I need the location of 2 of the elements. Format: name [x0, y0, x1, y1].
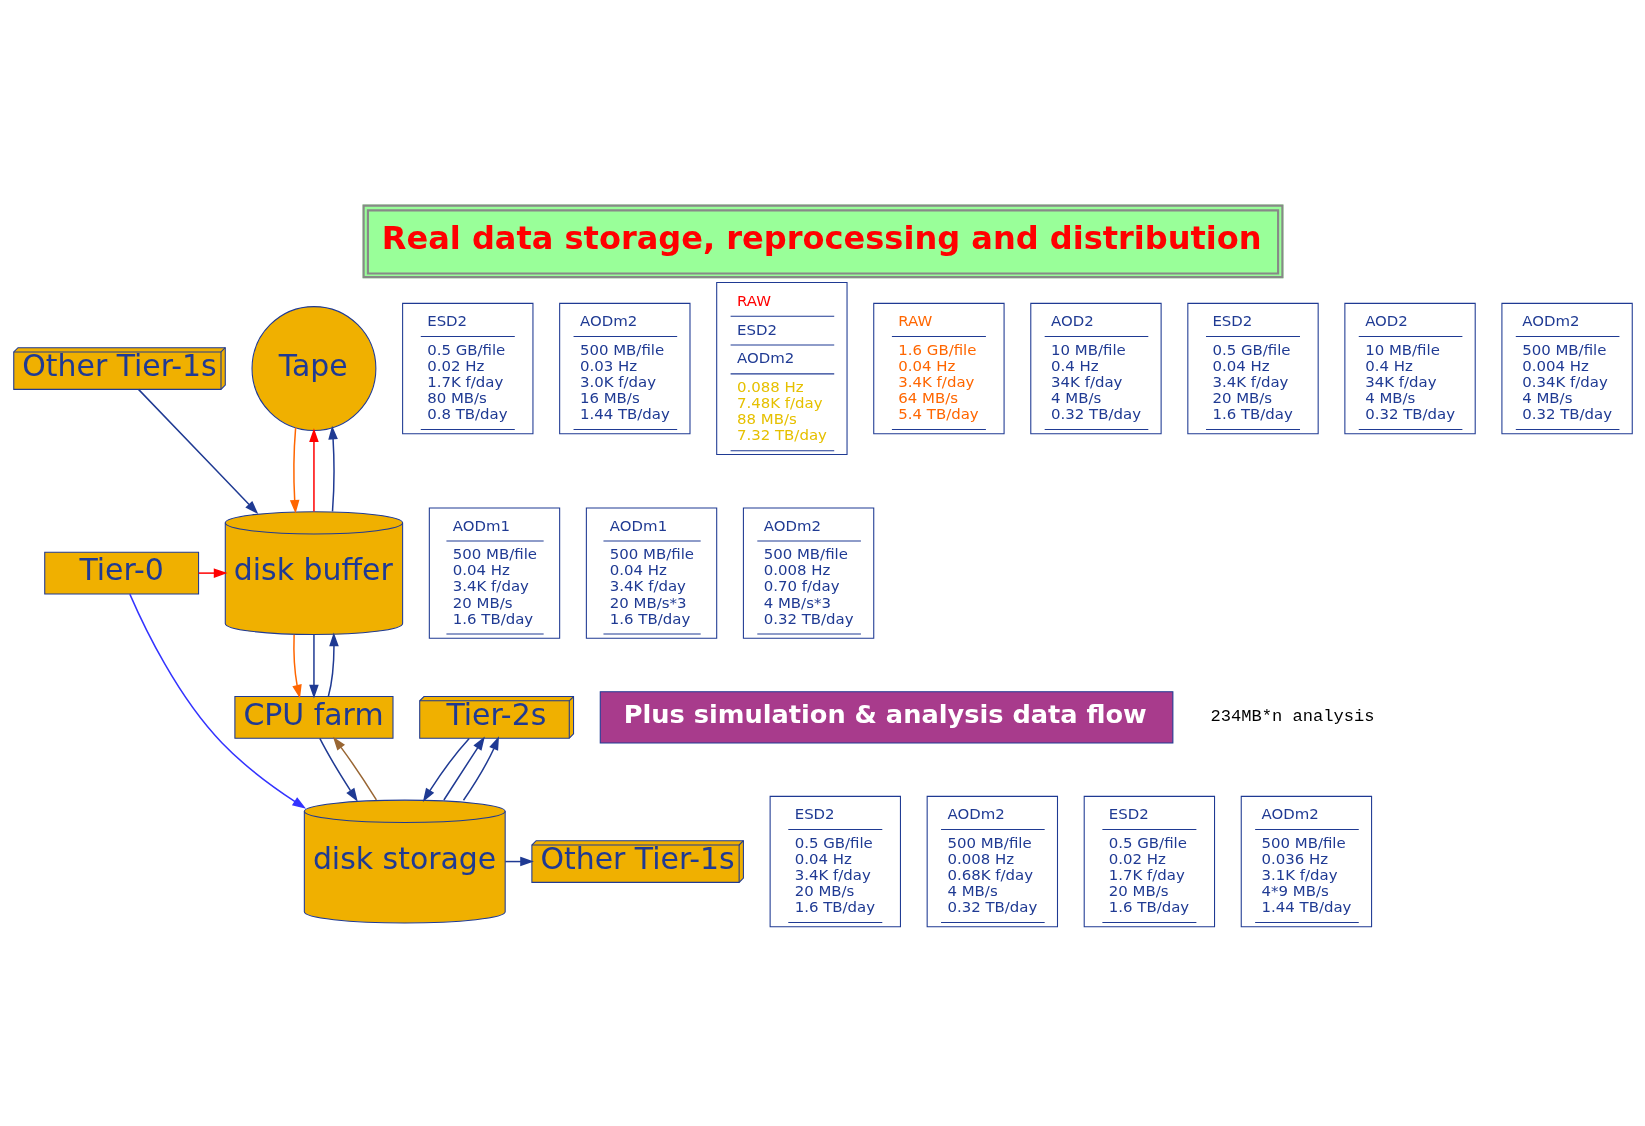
label: 234MB*n analysis — [1210, 706, 1375, 726]
diagram-title: Real data storage, reprocessing and distribution — [381, 218, 1262, 257]
